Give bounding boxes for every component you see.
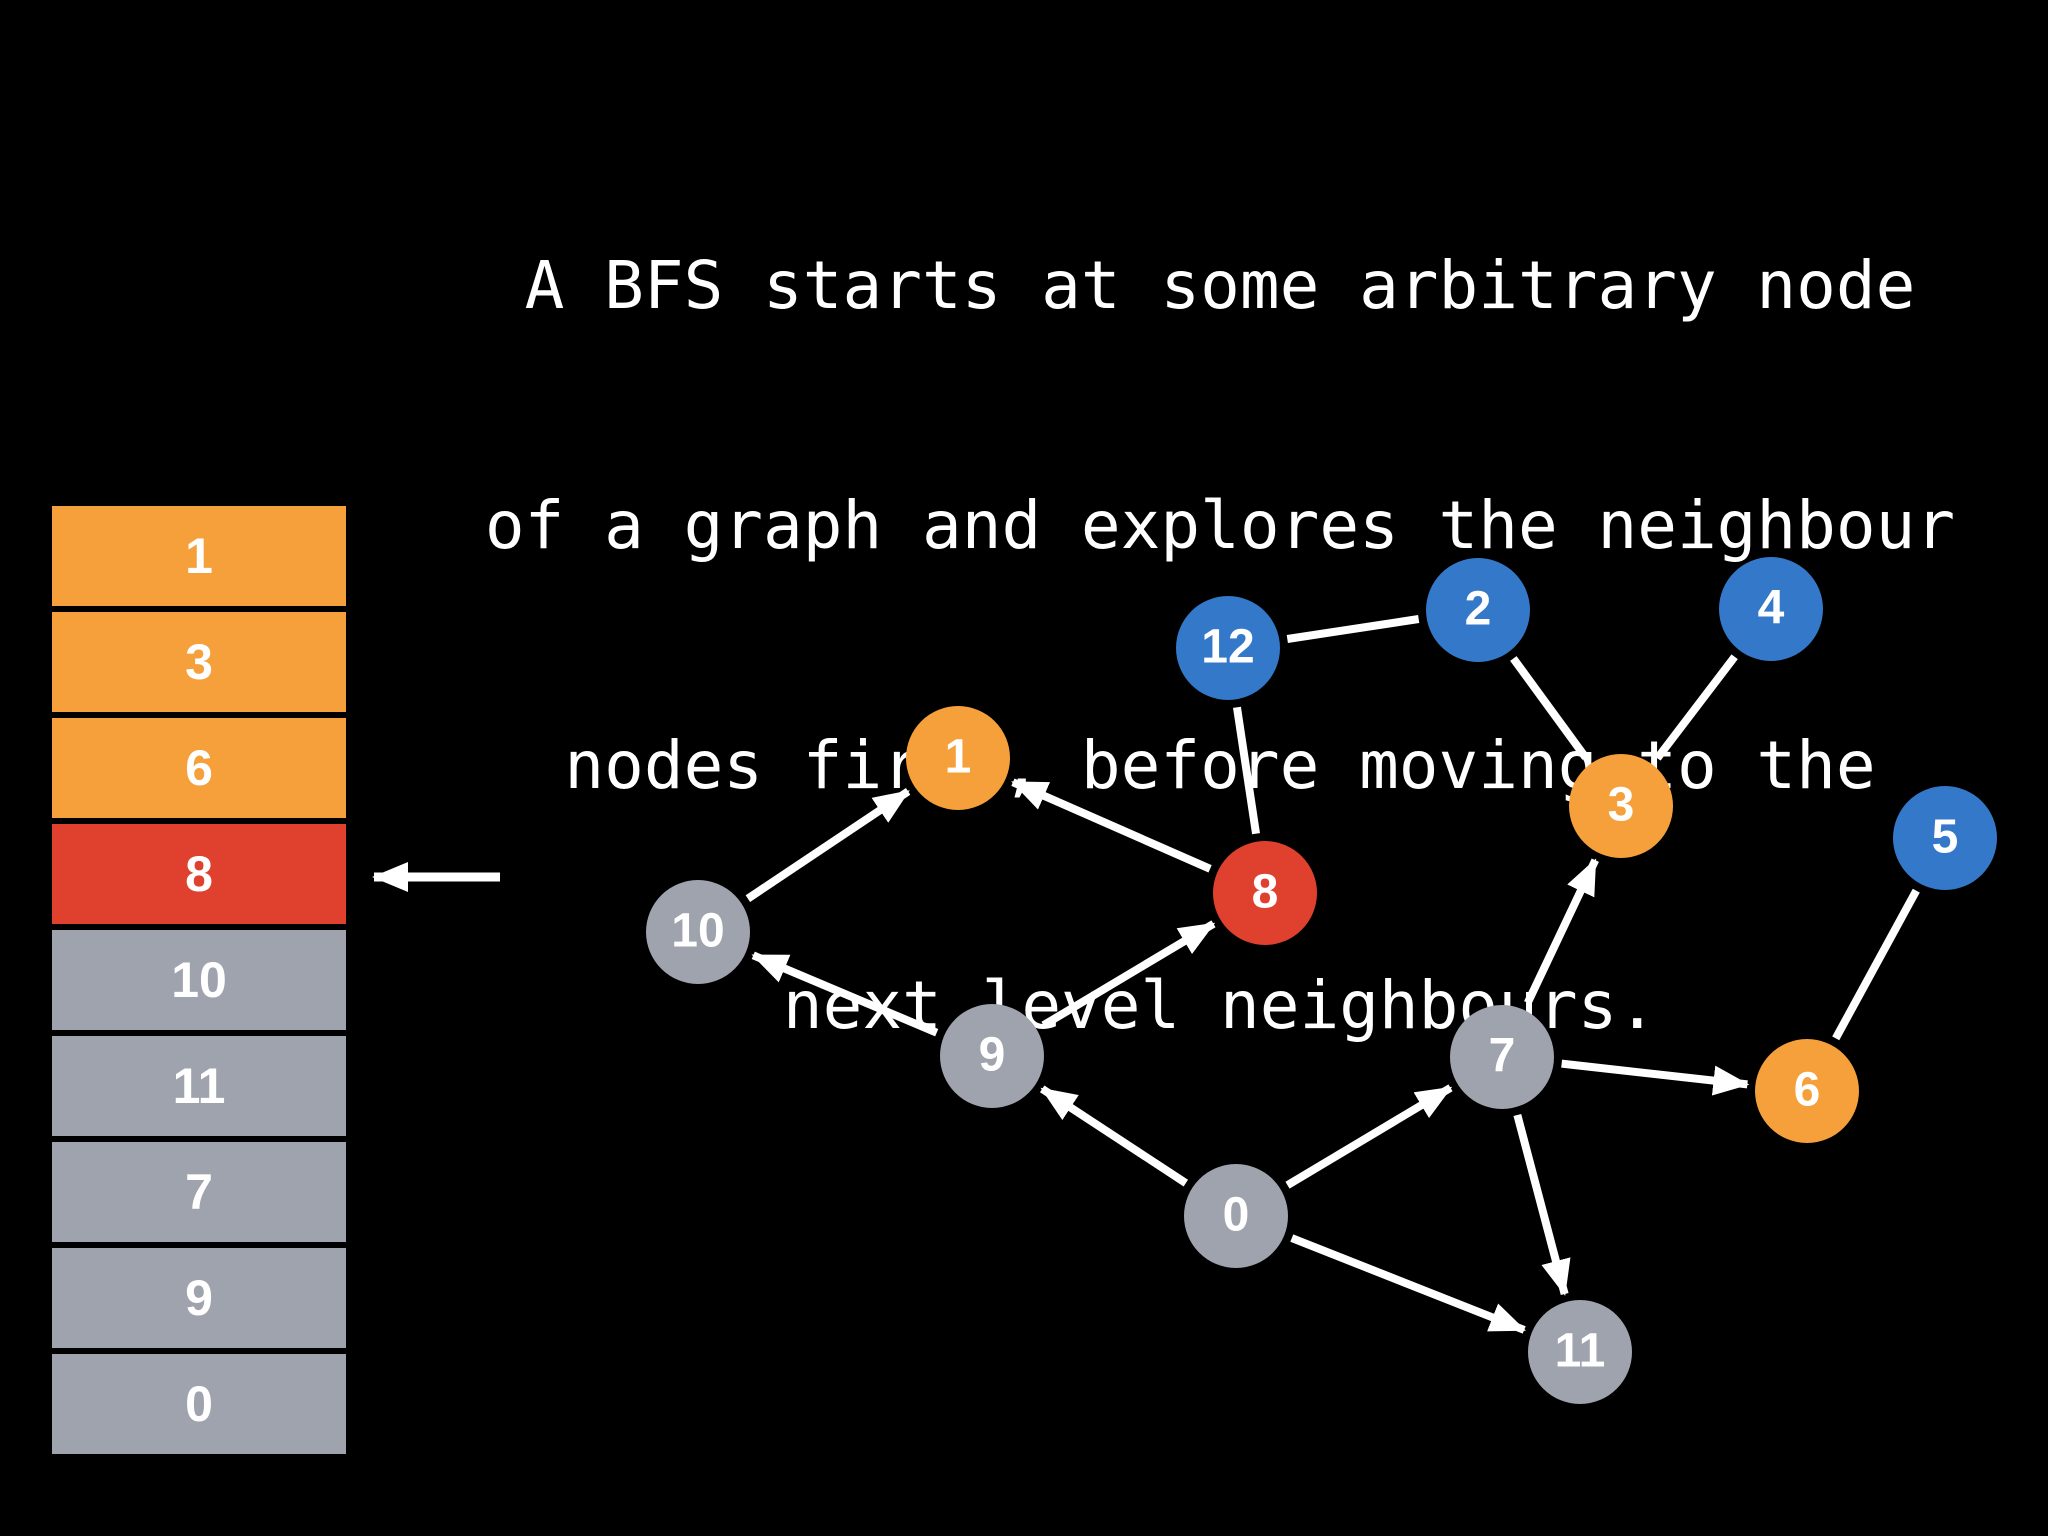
node-label: 12 [1201,621,1254,674]
graph-node-5: 5 [1893,786,1997,890]
node-circle [1893,786,1997,890]
edge-7-3 [1524,858,1599,1005]
node-circle [646,880,750,984]
queue-cell: 11 [52,1036,346,1136]
queue-cell: 8 [52,824,346,924]
queue-cell: 10 [52,930,346,1030]
edge-0-9 [1039,1085,1189,1187]
graph-node-2: 2 [1426,558,1530,662]
queue-cell: 1 [52,506,346,606]
graph-node-0: 0 [1184,1164,1288,1268]
caption-line-1: A BFS starts at some arbitrary node [524,247,1916,324]
edge-8-1 [1011,778,1212,873]
edge-9-8 [1041,920,1216,1029]
queue-cell: 3 [52,612,346,712]
node-circle [1569,754,1673,858]
node-label: 9 [979,1029,1006,1082]
queue-cell: 7 [52,1142,346,1242]
queue-cell: 0 [52,1354,346,1454]
node-label: 6 [1794,1064,1821,1117]
queue-cell: 9 [52,1248,346,1348]
node-label: 10 [671,905,724,958]
node-circle [906,706,1010,810]
node-label: 1 [945,731,972,784]
node-label: 3 [1608,779,1635,832]
node-circle [1755,1039,1859,1143]
node-label: 7 [1489,1030,1516,1083]
graph-node-7: 7 [1450,1005,1554,1109]
graph-node-10: 10 [646,880,750,984]
node-circle [940,1004,1044,1108]
node-circle [1213,841,1317,945]
graph-node-6: 6 [1755,1039,1859,1143]
graph-node-8: 8 [1213,841,1317,945]
node-circle [1176,596,1280,700]
node-label: 2 [1465,583,1492,636]
node-label: 5 [1932,811,1959,864]
graph-node-1: 1 [906,706,1010,810]
edge-4-3 [1654,654,1738,761]
node-circle [1450,1005,1554,1109]
node-label: 11 [1555,1325,1606,1378]
node-label: 8 [1252,866,1279,919]
node-label: 4 [1758,582,1785,635]
edge-10-1 [745,788,911,902]
node-circle [1719,557,1823,661]
node-circle [1184,1164,1288,1268]
edge-2-3 [1510,656,1589,760]
caption-line-2: of a graph and explores the neighbour [484,487,1956,564]
bfs-queue: 1 3 6 8 10 11 7 9 0 [52,506,346,1460]
edge-12-2 [1286,615,1420,643]
graph-node-3: 3 [1569,754,1673,858]
graph-node-11: 11 [1528,1300,1632,1404]
graph-node-4: 4 [1719,557,1823,661]
edge-0-11 [1290,1234,1527,1334]
node-circle [1528,1300,1632,1404]
edge-5-6 [1832,888,1920,1041]
queue-cell: 6 [52,718,346,818]
node-circle [1426,558,1530,662]
edge-0-7 [1285,1084,1453,1189]
graph-node-12: 12 [1176,596,1280,700]
edge-8-12 [1233,706,1260,835]
edge-9-10 [751,951,939,1037]
edge-7-6 [1561,1059,1750,1096]
edge-7-11 [1513,1113,1571,1296]
node-label: 0 [1223,1189,1250,1242]
graph-node-9: 9 [940,1004,1044,1108]
